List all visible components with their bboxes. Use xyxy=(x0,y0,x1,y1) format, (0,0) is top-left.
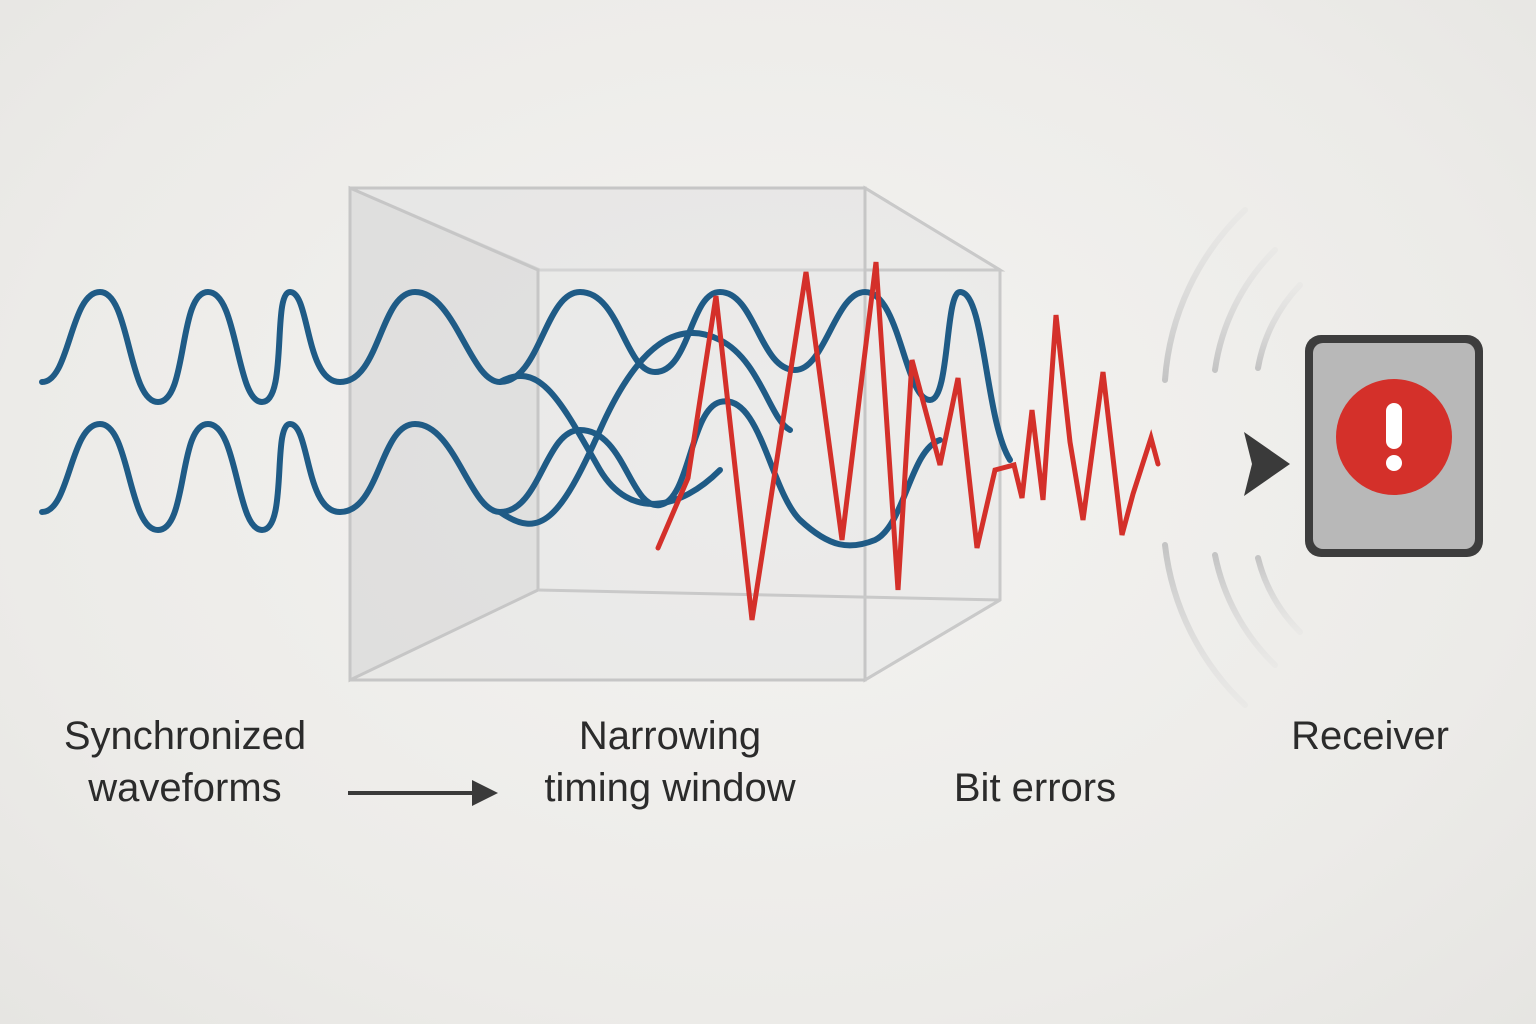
waveform-crossing xyxy=(497,329,793,527)
waveform-bottom xyxy=(39,398,943,549)
right-arrow-icon xyxy=(1155,432,1290,496)
signal-waves-icon xyxy=(1162,207,1303,708)
exclamation-alert-icon xyxy=(1336,379,1452,495)
label-receiver-text: Receiver xyxy=(1291,714,1449,758)
label-synchronized-line2: waveforms xyxy=(88,766,282,810)
bit-error-signal xyxy=(655,261,1161,621)
label-window-line2: timing window xyxy=(544,766,796,810)
label-narrowing-timing-window: Narrowing timing window xyxy=(520,710,820,814)
timing-window-box xyxy=(348,185,1006,683)
label-synchronized-waveforms: Synchronized waveforms xyxy=(40,710,330,814)
label-bit-errors: Bit errors xyxy=(930,762,1140,814)
flow-arrow xyxy=(348,780,498,806)
label-receiver: Receiver xyxy=(1270,710,1470,762)
receiver-device xyxy=(1305,335,1483,557)
label-window-line1: Narrowing xyxy=(578,714,762,758)
label-synchronized-line1: Synchronized xyxy=(63,714,307,758)
label-bit-errors-text: Bit errors xyxy=(953,766,1117,810)
